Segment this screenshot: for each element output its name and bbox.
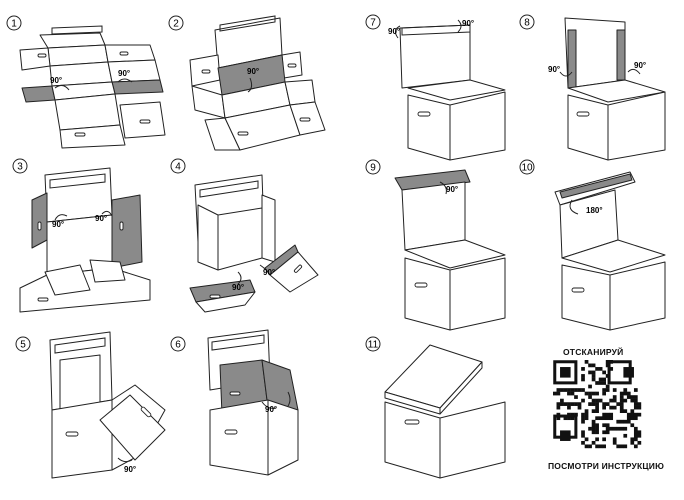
step-1-badge bbox=[6, 15, 22, 31]
step-8-badge bbox=[519, 14, 535, 30]
step-6-badge bbox=[170, 336, 186, 352]
step-1-angle-1: 90° bbox=[50, 76, 62, 85]
step-2: 2 90° bbox=[168, 15, 326, 151]
step-10-badge bbox=[519, 159, 535, 175]
step-1-number: 1 bbox=[11, 19, 17, 30]
step-6-angle-1: 90° bbox=[265, 405, 277, 414]
step-10: 10 180° bbox=[519, 159, 666, 331]
qr-code[interactable] bbox=[553, 360, 642, 449]
step-5: 5 90° bbox=[15, 331, 166, 479]
step-4-badge bbox=[170, 158, 186, 174]
step-7-number: 7 bbox=[370, 18, 376, 29]
step-8-angle-2: 90° bbox=[634, 61, 646, 70]
step-3-number: 3 bbox=[17, 162, 23, 173]
step-4-angle-2: 90° bbox=[263, 268, 275, 277]
step-5-badge bbox=[15, 336, 31, 352]
step-5-angle-1: 90° bbox=[124, 465, 136, 474]
step-7-angle-2: 90° bbox=[462, 19, 474, 28]
step-4-number: 4 bbox=[175, 162, 181, 173]
step-6-number: 6 bbox=[175, 340, 181, 351]
step-2-angle-1: 90° bbox=[247, 67, 259, 76]
step-7-angle-1: 90° bbox=[388, 27, 400, 36]
step-4: 4 90° 90° bbox=[170, 158, 319, 313]
step-2-badge bbox=[168, 15, 184, 31]
step-3: 3 90° 90° bbox=[12, 158, 151, 313]
step-2-number: 2 bbox=[173, 19, 179, 30]
step-8: 8 90° 90° bbox=[519, 14, 666, 161]
step-11: 11 bbox=[365, 336, 506, 479]
step-7-badge bbox=[365, 14, 381, 30]
step-3-badge bbox=[12, 158, 28, 174]
step-3-angle-2: 90° bbox=[95, 214, 107, 223]
step-7: 7 90° 90° bbox=[365, 14, 506, 161]
step-10-angle-1: 180° bbox=[586, 206, 603, 215]
step-1: 1 90° 90° bbox=[6, 15, 166, 149]
step-4-angle-1: 90° bbox=[232, 283, 244, 292]
step-9-angle-1: 90° bbox=[446, 185, 458, 194]
step-9: 9 90° bbox=[365, 159, 506, 331]
step-11-badge bbox=[365, 336, 381, 352]
step-9-number: 9 bbox=[370, 163, 376, 174]
step-9-badge bbox=[365, 159, 381, 175]
qr-top-label: ОТСКАНИРУЙ bbox=[563, 347, 624, 357]
step-8-angle-1: 90° bbox=[548, 65, 560, 74]
step-6: 6 90° bbox=[170, 329, 299, 476]
step-3-angle-1: 90° bbox=[52, 220, 64, 229]
qr-bottom-label: ПОСМОТРИ ИНСТРУКЦИЮ bbox=[548, 461, 665, 471]
step-1-angle-2: 90° bbox=[118, 69, 130, 78]
step-10-number: 10 bbox=[521, 163, 533, 174]
step-11-number: 11 bbox=[368, 340, 379, 351]
step-5-number: 5 bbox=[20, 340, 26, 351]
step-8-number: 8 bbox=[524, 18, 530, 29]
